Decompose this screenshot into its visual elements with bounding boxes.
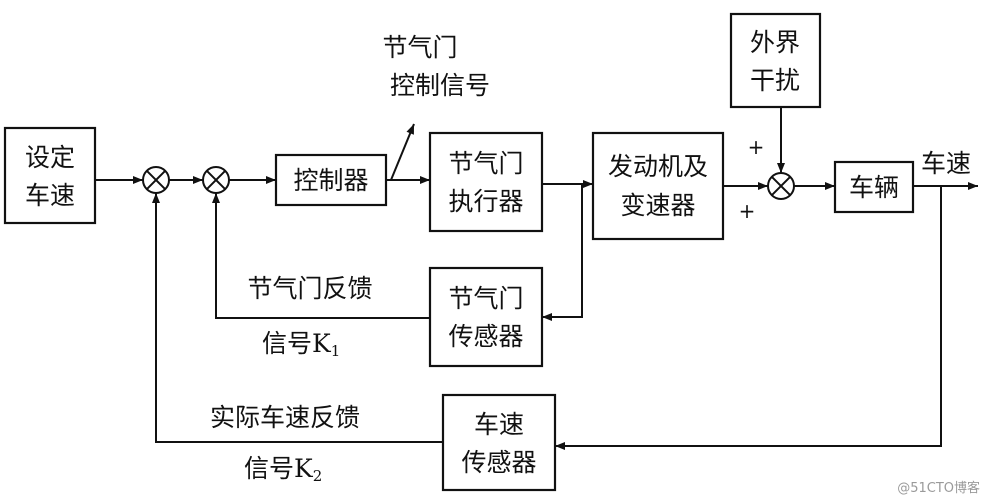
throttle-actuator-block: 节气门 执行器 [428, 131, 544, 233]
disturbance-plus-sign: + [748, 135, 765, 159]
throttle-actuator-label-line1: 节气门 [448, 149, 523, 178]
set-speed-label-line2: 车速 [25, 181, 75, 210]
speed-feedback-gain-subscript: 2 [313, 467, 323, 485]
throttle-feedback-label: 节气门反馈 [247, 274, 372, 303]
disturbance-label-line2: 干扰 [750, 66, 800, 95]
throttle-actuator-label-line2: 执行器 [448, 187, 523, 216]
arrow-speed-feedback [152, 193, 443, 443]
disturbance-block: 外界 干扰 [729, 12, 822, 109]
speed-feedback-gain-prefix: 信号K [244, 454, 314, 483]
throttle-feedback-gain-label: 信号K1 [262, 329, 340, 360]
watermark: @51CTO博客 [897, 480, 980, 496]
controller-label: 控制器 [293, 166, 368, 195]
speed-feedback-label: 实际车速反馈 [210, 403, 360, 432]
arrow-throttle-signal-tap [390, 123, 415, 181]
speed-sensor-label-line1: 车速 [474, 410, 524, 439]
throttle-sensor-block: 节气门 传感器 [428, 266, 544, 368]
output-speed-label: 车速 [921, 149, 971, 178]
engine-transmission-block: 发动机及 变速器 [591, 131, 725, 241]
arrow-throttle-feedback [212, 193, 430, 319]
throttle-sensor-label-line1: 节气门 [448, 284, 523, 313]
throttle-sensor-label-line2: 传感器 [448, 322, 523, 351]
summing-junction-speed [142, 166, 170, 194]
engine-label-line1: 发动机及 [608, 152, 708, 181]
throttle-signal-label-line2: 控制信号 [390, 71, 490, 100]
engine-plus-sign: + [739, 199, 756, 223]
summing-junction-disturbance [767, 172, 795, 200]
speed-sensor-label-line2: 传感器 [461, 448, 536, 477]
throttle-feedback-gain-subscript: 1 [331, 342, 341, 360]
engine-label-line2: 变速器 [620, 191, 695, 220]
vehicle-label: 车辆 [849, 173, 899, 202]
set-speed-label-line1: 设定 [25, 143, 75, 172]
set-speed-block: 设定 车速 [3, 126, 97, 225]
speed-sensor-block: 车速 传感器 [441, 393, 557, 492]
controller-block: 控制器 [274, 153, 388, 207]
arrow-output-to-speed-sensor [555, 186, 942, 450]
arrow-actuator-to-throttle-sensor [542, 184, 583, 321]
summing-junction-throttle [202, 166, 230, 194]
throttle-signal-label-line1: 节气门 [382, 33, 457, 62]
throttle-feedback-gain-prefix: 信号K [262, 329, 332, 358]
speed-feedback-gain-label: 信号K2 [244, 454, 322, 485]
vehicle-block: 车辆 [833, 160, 915, 214]
disturbance-label-line1: 外界 [750, 28, 800, 57]
